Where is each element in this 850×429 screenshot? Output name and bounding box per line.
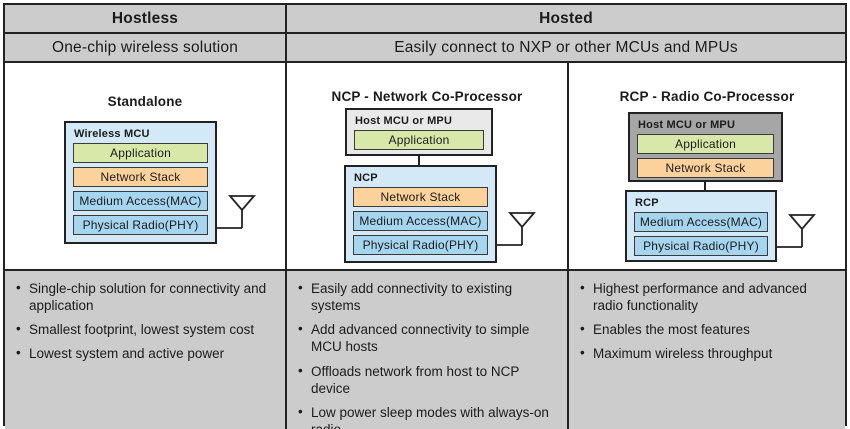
- bullet-item: Enables the most features: [578, 320, 837, 338]
- bullet-item: Highest performance and advanced radio f…: [578, 279, 837, 314]
- comparison-table: Hostless Hosted One-chip wireless soluti…: [3, 3, 847, 429]
- rcp-label: RCP: [635, 197, 659, 209]
- standalone-diagram-cell: Standalone Wireless MCU Application Netw…: [5, 63, 287, 271]
- application-layer: Application: [637, 134, 774, 154]
- subtitle-hosted: Easily connect to NXP or other MCUs and …: [287, 34, 845, 63]
- application-layer: Application: [73, 143, 208, 163]
- rcp-title: RCP - Radio Co-Processor: [619, 89, 795, 104]
- bullet-item: Lowest system and active power: [14, 344, 277, 362]
- network-stack-layer: Network Stack: [73, 167, 208, 187]
- standalone-bullets-cell: Single-chip solution for connectivity an…: [5, 271, 287, 429]
- rcp-host-label: Host MCU or MPU: [638, 119, 736, 131]
- bullet-item: Low power sleep modes with always-on rad…: [296, 403, 559, 429]
- mac-layer: Medium Access(MAC): [353, 211, 488, 231]
- application-layer: Application: [354, 130, 484, 150]
- ncp-diagram-cell: NCP - Network Co-Processor Host MCU or M…: [287, 63, 569, 271]
- ncp-bullets-cell: Easily add connectivity to existing syst…: [287, 271, 569, 429]
- antenna-icon: [776, 214, 816, 248]
- ncp-bullet-list: Easily add connectivity to existing syst…: [296, 279, 559, 429]
- header-hosted: Hosted: [287, 5, 845, 34]
- bullet-item: Offloads network from host to NCP device: [296, 362, 559, 397]
- ncp-title: NCP - Network Co-Processor: [331, 89, 523, 104]
- bullet-item: Easily add connectivity to existing syst…: [296, 279, 559, 314]
- rcp-host-box: Host MCU or MPU Application Network Stac…: [628, 112, 783, 182]
- bullet-item: Maximum wireless throughput: [578, 344, 837, 362]
- standalone-bullet-list: Single-chip solution for connectivity an…: [14, 279, 277, 363]
- host-ncp-connector: [418, 156, 420, 165]
- phy-layer: Physical Radio(PHY): [73, 215, 208, 235]
- ncp-host-box: Host MCU or MPU Application: [345, 108, 493, 156]
- rcp-diagram-cell: RCP - Radio Co-Processor Host MCU or MPU…: [569, 63, 845, 271]
- subtitle-hostless: One-chip wireless solution: [5, 34, 287, 63]
- wireless-mcu-box: Wireless MCU Application Network Stack M…: [64, 121, 217, 244]
- antenna-icon: [216, 195, 256, 229]
- header-hostless: Hostless: [5, 5, 287, 34]
- standalone-title: Standalone: [107, 94, 183, 109]
- mac-layer: Medium Access(MAC): [73, 191, 208, 211]
- phy-layer: Physical Radio(PHY): [353, 235, 488, 255]
- wireless-mcu-label: Wireless MCU: [74, 128, 150, 140]
- ncp-label: NCP: [354, 172, 378, 184]
- ncp-box: NCP Network Stack Medium Access(MAC) Phy…: [344, 165, 497, 263]
- bullet-item: Smallest footprint, lowest system cost: [14, 320, 277, 338]
- bullet-item: Single-chip solution for connectivity an…: [14, 279, 277, 314]
- host-rcp-connector: [704, 182, 706, 190]
- rcp-box: RCP Medium Access(MAC) Physical Radio(PH…: [625, 190, 777, 262]
- ncp-host-label: Host MCU or MPU: [355, 115, 453, 127]
- mac-layer: Medium Access(MAC): [634, 212, 768, 232]
- antenna-icon: [496, 212, 536, 246]
- network-stack-layer: Network Stack: [637, 158, 774, 178]
- phy-layer: Physical Radio(PHY): [634, 236, 768, 256]
- network-stack-layer: Network Stack: [353, 187, 488, 207]
- bullet-item: Add advanced connectivity to simple MCU …: [296, 320, 559, 355]
- rcp-bullets-cell: Highest performance and advanced radio f…: [569, 271, 845, 429]
- rcp-bullet-list: Highest performance and advanced radio f…: [578, 279, 837, 363]
